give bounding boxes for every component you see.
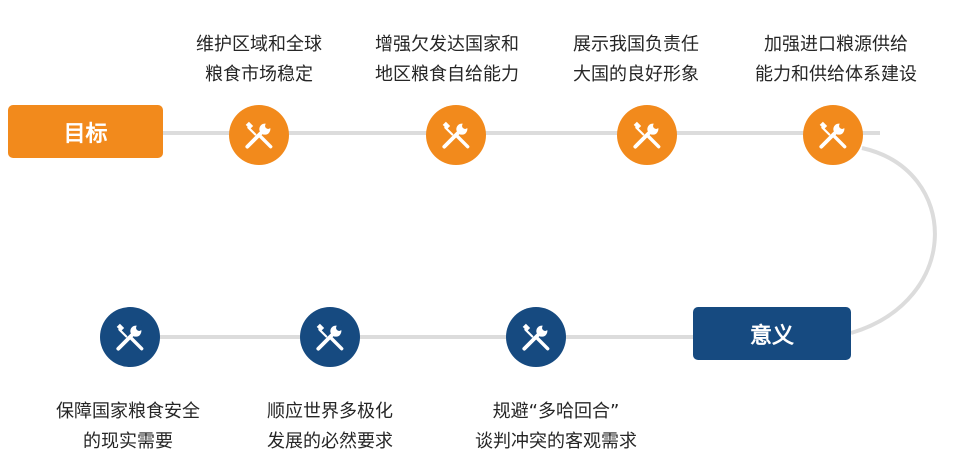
goal-item-4-node bbox=[803, 105, 863, 165]
goal-item-3-line2: 大国的良好形象 bbox=[573, 64, 699, 85]
meaning-label: 意义 bbox=[693, 307, 851, 360]
tools-icon bbox=[245, 121, 273, 149]
meaning-item-2-caption: 顺应世界多极化 发展的必然要求 bbox=[215, 397, 445, 457]
tools-icon bbox=[819, 121, 847, 149]
meaning-item-3-node bbox=[100, 307, 160, 367]
tools-icon bbox=[316, 323, 344, 351]
goal-item-4-caption: 加强进口粮源供给 能力和供给体系建设 bbox=[721, 30, 951, 90]
goal-item-1-line1: 维护区域和全球 bbox=[196, 34, 322, 55]
goal-label: 目标 bbox=[8, 105, 163, 158]
meaning-item-3-line2: 的现实需要 bbox=[83, 431, 173, 452]
meaning-item-2-line1: 顺应世界多极化 bbox=[267, 401, 393, 422]
goal-item-2-line2: 地区粮食自给能力 bbox=[375, 64, 519, 85]
meaning-item-1-node bbox=[506, 307, 566, 367]
meaning-item-1-caption: 规避“多哈回合” 谈判冲突的客观需求 bbox=[441, 397, 671, 457]
goal-item-1-node bbox=[229, 105, 289, 165]
meaning-item-1-line1: 规避“多哈回合” bbox=[492, 401, 620, 422]
goal-item-3-line1: 展示我国负责任 bbox=[573, 34, 699, 55]
meaning-item-3-caption: 保障国家粮食安全 的现实需要 bbox=[13, 397, 243, 457]
goal-item-4-line2: 能力和供给体系建设 bbox=[755, 64, 917, 85]
meaning-item-2-node bbox=[300, 307, 360, 367]
tools-icon bbox=[522, 323, 550, 351]
goal-item-1-caption: 维护区域和全球 粮食市场稳定 bbox=[144, 30, 374, 90]
goal-item-2-line1: 增强欠发达国家和 bbox=[375, 34, 519, 55]
tools-icon bbox=[442, 121, 470, 149]
goal-item-2-node bbox=[426, 105, 486, 165]
tools-icon bbox=[116, 323, 144, 351]
goal-item-2-caption: 增强欠发达国家和 地区粮食自给能力 bbox=[332, 30, 562, 90]
meaning-item-2-line2: 发展的必然要求 bbox=[267, 431, 393, 452]
tools-icon bbox=[633, 121, 661, 149]
meaning-item-3-line1: 保障国家粮食安全 bbox=[56, 401, 200, 422]
meaning-item-1-line2: 谈判冲突的客观需求 bbox=[475, 431, 637, 452]
goal-item-4-line1: 加强进口粮源供给 bbox=[764, 34, 908, 55]
goal-item-3-caption: 展示我国负责任 大国的良好形象 bbox=[521, 30, 751, 90]
goal-item-1-line2: 粮食市场稳定 bbox=[205, 64, 313, 85]
goal-item-3-node bbox=[617, 105, 677, 165]
